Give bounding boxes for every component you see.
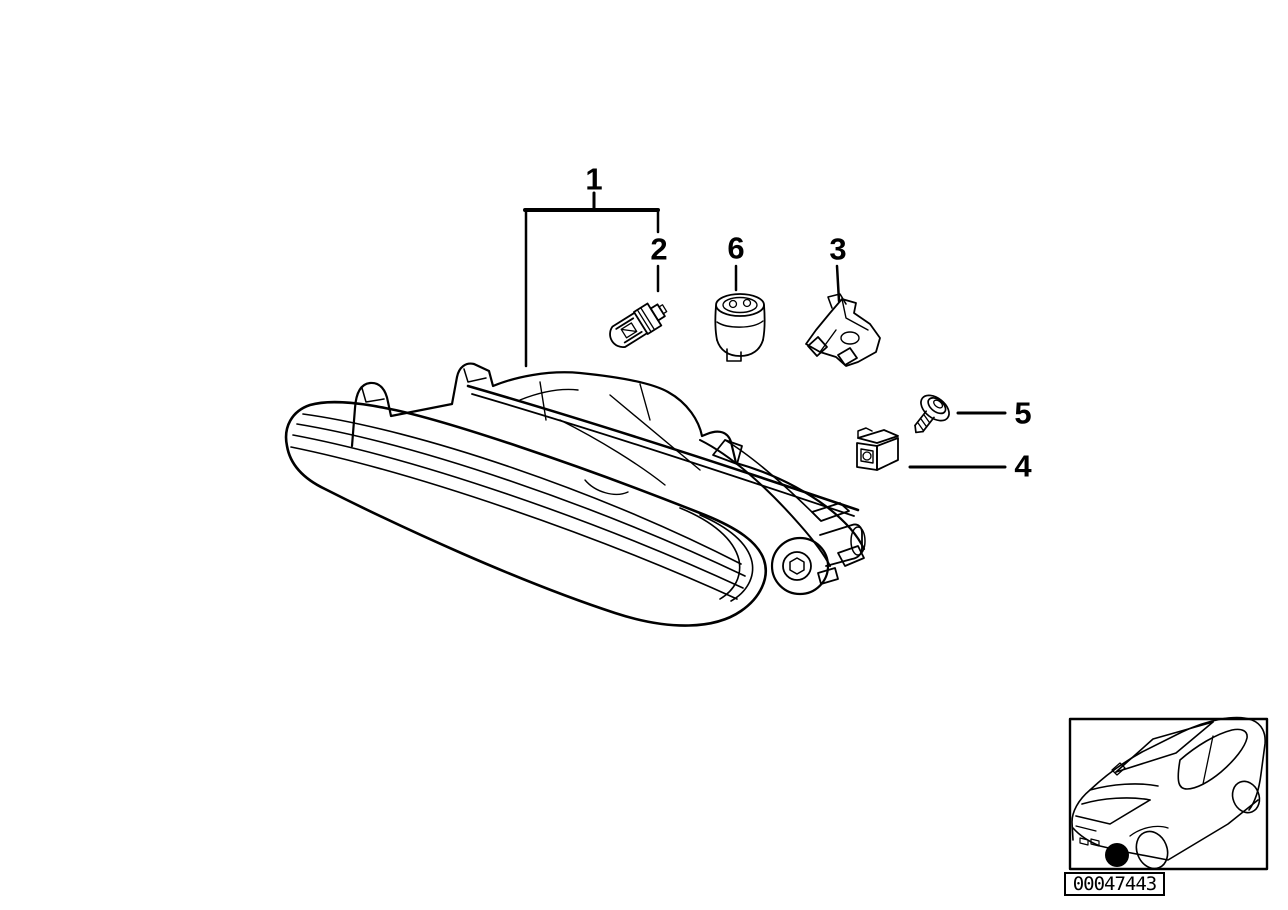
callout-4[interactable]: 4	[1014, 448, 1032, 484]
diagram-part-number: 00047443	[1064, 872, 1165, 896]
screw-drawing	[914, 394, 950, 434]
fog-lamp-location-dot	[1105, 843, 1129, 867]
callout-2[interactable]: 2	[650, 231, 668, 267]
bulb-socket-drawing	[714, 293, 766, 362]
fog-lamp-assembly-drawing	[284, 362, 866, 627]
callout-5[interactable]: 5	[1014, 395, 1032, 431]
clip-nut-drawing	[856, 427, 899, 471]
callout-6[interactable]: 6	[727, 230, 745, 266]
callout-1[interactable]: 1	[585, 161, 603, 197]
part-number-text: 00047443	[1072, 873, 1158, 895]
bulb-drawing	[609, 302, 668, 348]
car-location-thumbnail	[1068, 716, 1269, 871]
callout-leader-lines	[523, 191, 1007, 469]
mounting-bracket-drawing	[805, 293, 881, 367]
thumbnail-border	[1068, 717, 1269, 871]
callout-3[interactable]: 3	[829, 231, 847, 267]
